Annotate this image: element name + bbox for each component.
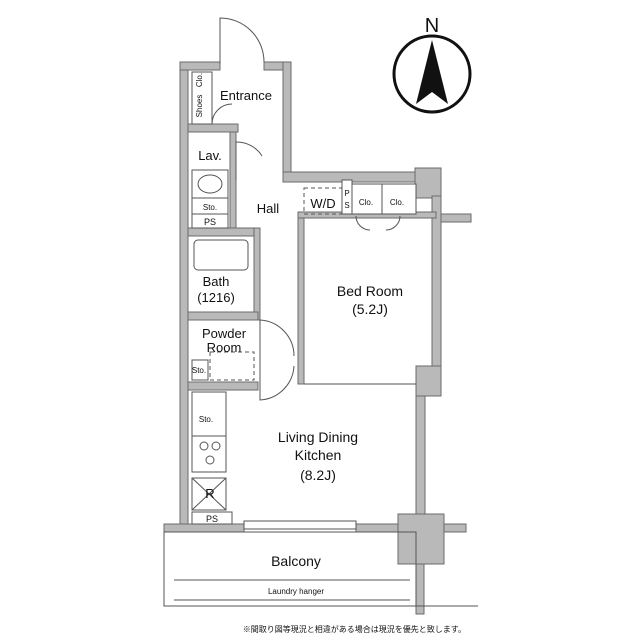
- burner-1: [199, 441, 209, 451]
- label-bath: Bath: [203, 274, 230, 289]
- footnote: ※間取り図等現況と相違がある場合は現況を優先と致します。: [243, 624, 466, 634]
- label-lav: Lav.: [198, 148, 222, 163]
- shoes-closet: [191, 71, 213, 125]
- label-wd: W/D: [310, 196, 335, 211]
- label-ldk-size: (8.2J): [300, 467, 336, 483]
- wall-bath-right: [253, 227, 261, 321]
- wall-powder-bottom: [187, 381, 259, 391]
- wall-stub-right: [440, 213, 472, 223]
- column-mid-right: [415, 365, 442, 397]
- label-ldk-1: Living Dining: [278, 429, 358, 445]
- kitchen-stove: [191, 435, 227, 473]
- label-clo-2: Clo.: [390, 198, 404, 207]
- north-arrow-icon: [416, 40, 448, 104]
- lav-door[interactable]: [235, 141, 263, 180]
- fixtures: [163, 71, 478, 607]
- burner-2: [211, 441, 221, 451]
- label-shoes: Shoes: [195, 95, 204, 118]
- label-ps-top: PS: [204, 217, 216, 227]
- fridge-diag-2: [191, 477, 227, 511]
- label-clo-1: Clo.: [359, 198, 373, 207]
- wall-right-lower: [415, 395, 426, 517]
- compass: N: [392, 15, 472, 114]
- wall-stub-bottom-right: [443, 523, 467, 533]
- shoes-clo-door[interactable]: [211, 103, 233, 125]
- wall-bottom-left: [163, 523, 245, 533]
- label-entrance: Entrance: [220, 88, 272, 103]
- kitchen-storage: [191, 391, 227, 437]
- wall-right-upper: [431, 195, 442, 367]
- ldk-door[interactable]: [259, 360, 295, 401]
- label-sto-kitchen: Sto.: [199, 415, 213, 424]
- powder-storage: [191, 359, 209, 381]
- label-bedroom: Bed Room: [337, 283, 403, 299]
- toilet-area: [209, 351, 255, 381]
- label-laundry-hanger: Laundry hanger: [268, 587, 324, 596]
- wall-bath-top: [187, 227, 259, 237]
- label-shoes-clo: Clo.: [195, 73, 204, 87]
- label-refrigerator: R: [205, 486, 214, 501]
- bathtub: [193, 239, 249, 271]
- label-hall: Hall: [257, 201, 280, 216]
- label-bath-size: (1216): [197, 290, 235, 305]
- label-ps-right-1: P: [344, 189, 349, 198]
- wall-top-middle: [282, 171, 424, 183]
- ps-top-box: [191, 213, 229, 229]
- ps-bottom-box: [191, 511, 233, 525]
- lav-basin: [197, 174, 223, 194]
- wall-entrance-bottom: [187, 123, 239, 133]
- balcony-window: [243, 520, 357, 530]
- wall-bedroom-left: [297, 215, 305, 385]
- label-ps-right-2: S: [344, 201, 349, 210]
- wall-top-left: [179, 61, 221, 71]
- wall-entrance-right: [282, 61, 292, 183]
- burner-3: [205, 455, 215, 465]
- wall-bottom-right: [355, 523, 401, 533]
- label-sto-lav: Sto.: [203, 203, 217, 212]
- powder-door[interactable]: [259, 319, 295, 360]
- wall-lav-right: [229, 131, 237, 233]
- label-bedroom-size: (5.2J): [352, 301, 388, 317]
- column-bottom-right: [397, 513, 445, 565]
- closet-1: [351, 183, 383, 215]
- walls: [163, 61, 472, 615]
- wall-bath-bottom: [187, 311, 259, 321]
- wall-left: [179, 61, 189, 533]
- doors: [211, 17, 401, 401]
- clo-door-1[interactable]: [355, 215, 371, 231]
- label-powder-room: Room: [207, 340, 242, 355]
- lav-sink: [191, 169, 229, 199]
- column-top-right: [414, 167, 442, 199]
- label-ps-bottom: PS: [206, 514, 218, 524]
- label-powder: Powder: [202, 326, 247, 341]
- label-ldk-2: Kitchen: [295, 447, 342, 463]
- clo-door-2[interactable]: [385, 215, 401, 231]
- label-balcony: Balcony: [271, 553, 321, 569]
- entrance-door[interactable]: [219, 17, 265, 64]
- room-labels: Entrance Shoes Clo. Lav. Sto. PS Hall W/…: [192, 73, 404, 596]
- compass-label: N: [425, 15, 439, 37]
- closet-2: [381, 183, 417, 215]
- compass-ring: [392, 34, 472, 114]
- label-sto-powder: Sto.: [192, 366, 206, 375]
